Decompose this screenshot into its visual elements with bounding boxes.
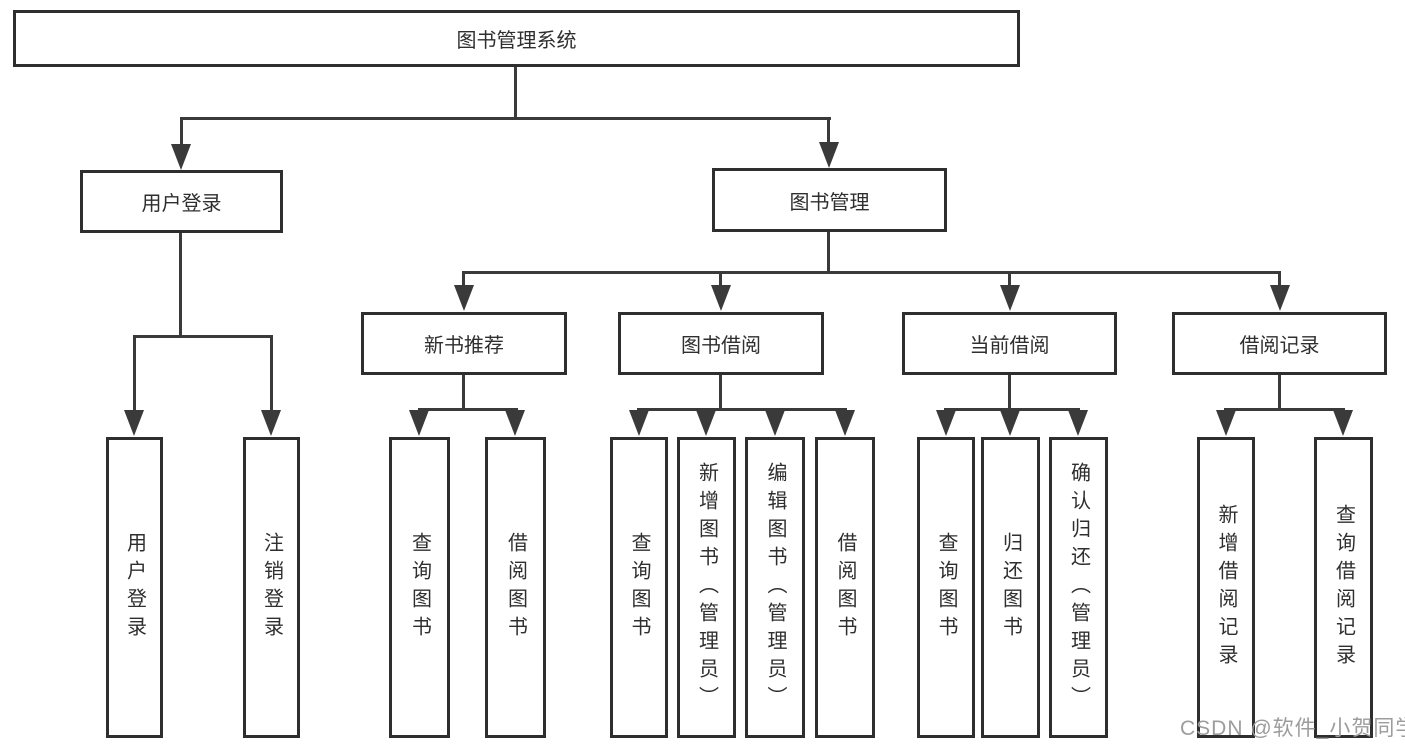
connector xyxy=(637,408,847,411)
arrow-down-icon xyxy=(261,410,281,436)
connector xyxy=(462,375,465,410)
arrow-down-icon xyxy=(454,285,474,311)
node-label: 图书管理系统 xyxy=(456,30,577,52)
watermark: CSDN @软件_小贺同学 xyxy=(1180,717,1405,740)
leaf-add-borrow-record: 新增借阅记录 xyxy=(1197,437,1255,738)
connector xyxy=(944,408,1080,411)
leaf-confirm-return-admin: 确认归还（管理员） xyxy=(1049,437,1108,738)
connector xyxy=(1278,375,1281,410)
node-user-login: 用户登录 xyxy=(80,170,283,233)
connector xyxy=(180,117,831,120)
connector xyxy=(1008,271,1011,289)
connector xyxy=(462,271,1281,274)
leaf-query-books-recommend: 查询图书 xyxy=(389,437,450,738)
connector xyxy=(270,335,273,411)
leaf-borrow-books-recommend: 借阅图书 xyxy=(485,437,546,738)
node-label: 归还图书 xyxy=(999,531,1022,644)
node-label: 用户登录 xyxy=(123,531,146,644)
connector xyxy=(1278,271,1281,289)
leaf-user-login: 用户登录 xyxy=(106,437,163,738)
node-label: 当前借阅 xyxy=(969,335,1050,357)
node-new-book-recommendation: 新书推荐 xyxy=(361,312,567,375)
arrow-down-icon xyxy=(1333,410,1353,436)
arrow-down-icon xyxy=(711,285,731,311)
leaf-return-books: 归还图书 xyxy=(981,437,1040,738)
leaf-query-borrow-record: 查询借阅记录 xyxy=(1314,437,1373,738)
node-label: 用户登录 xyxy=(141,193,222,215)
node-label: 图书借阅 xyxy=(681,335,761,357)
leaf-add-books-admin: 新增图书（管理员） xyxy=(677,437,736,738)
node-label: 确认归还（管理员） xyxy=(1067,461,1090,714)
connector xyxy=(462,271,465,289)
node-library-system: 图书管理系统 xyxy=(13,10,1020,67)
arrow-down-icon xyxy=(1068,410,1088,436)
arrow-down-icon xyxy=(505,410,525,436)
leaf-query-books-borrowing: 查询图书 xyxy=(610,437,668,738)
node-label: 借阅图书 xyxy=(504,531,527,644)
arrow-down-icon xyxy=(835,410,855,436)
node-label: 查询借阅记录 xyxy=(1332,503,1355,672)
node-label: 编辑图书（管理员） xyxy=(764,461,786,714)
connector xyxy=(1008,375,1011,410)
arrow-down-icon xyxy=(1216,410,1236,436)
node-label: 查询图书 xyxy=(408,531,431,644)
connector xyxy=(180,117,183,147)
connector xyxy=(514,67,517,120)
leaf-logout-login: 注销登录 xyxy=(243,437,300,738)
arrow-down-icon xyxy=(124,410,144,436)
connector xyxy=(179,233,182,337)
connector xyxy=(418,408,518,411)
node-borrowing-records: 借阅记录 xyxy=(1172,312,1387,375)
node-label: 新增图书（管理员） xyxy=(695,461,718,714)
connector xyxy=(133,335,273,338)
arrow-down-icon xyxy=(1270,285,1290,311)
node-book-borrowing: 图书借阅 xyxy=(618,312,824,375)
arrow-down-icon xyxy=(1000,410,1020,436)
node-label: 借阅图书 xyxy=(834,531,856,644)
node-label: 查询图书 xyxy=(935,531,957,644)
node-book-management: 图书管理 xyxy=(712,168,947,232)
connector xyxy=(133,335,136,411)
arrow-down-icon xyxy=(1000,285,1020,311)
arrow-down-icon xyxy=(819,142,839,168)
arrow-down-icon xyxy=(696,410,716,436)
arrow-down-icon xyxy=(936,410,956,436)
connector xyxy=(827,232,830,273)
leaf-borrow-books-borrowing: 借阅图书 xyxy=(815,437,875,738)
node-label: 新书推荐 xyxy=(424,335,504,357)
arrow-down-icon xyxy=(171,144,191,170)
connector xyxy=(719,375,722,410)
connector xyxy=(1224,408,1345,411)
node-current-borrowing: 当前借阅 xyxy=(902,312,1117,375)
leaf-edit-books-admin: 编辑图书（管理员） xyxy=(745,437,805,738)
node-label: 新增借阅记录 xyxy=(1215,503,1237,672)
arrow-down-icon xyxy=(629,410,649,436)
node-label: 借阅记录 xyxy=(1239,335,1320,357)
leaf-query-books-current: 查询图书 xyxy=(917,437,975,738)
node-label: 图书管理 xyxy=(789,191,870,214)
arrow-down-icon xyxy=(409,410,429,436)
connector xyxy=(827,117,830,145)
node-label: 查询图书 xyxy=(628,531,650,644)
connector xyxy=(719,271,722,289)
arrow-down-icon xyxy=(765,410,785,436)
node-label: 注销登录 xyxy=(260,531,283,644)
